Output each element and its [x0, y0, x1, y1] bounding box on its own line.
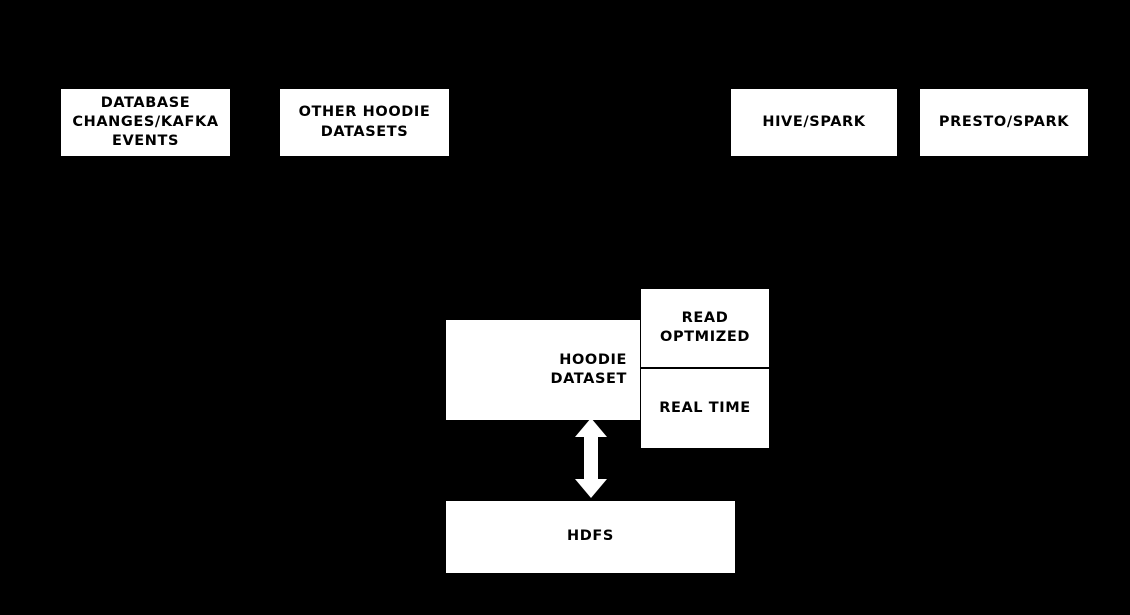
- node-label: HDFS: [567, 528, 614, 545]
- node-label: REAL TIME: [659, 399, 751, 416]
- node-hdfs[interactable]: HDFS: [446, 501, 735, 573]
- node-hive-spark[interactable]: HIVE/SPARK: [731, 89, 897, 156]
- node-label: HIVE/SPARK: [762, 113, 866, 130]
- node-presto-spark[interactable]: PRESTO/SPARK: [920, 89, 1088, 156]
- node-label: PRESTO/SPARK: [938, 113, 1070, 130]
- node-other-hoodie-datasets[interactable]: OTHER HOODIE DATASETS: [280, 89, 449, 156]
- node-read-optimized-view[interactable]: READ OPTMIZED: [641, 289, 769, 369]
- node-label: DATABASE CHANGES/KAFKA EVENTS: [72, 94, 219, 150]
- node-hoodie-dataset[interactable]: HOODIE DATASET: [446, 320, 640, 420]
- node-real-time-view[interactable]: REAL TIME: [641, 369, 769, 448]
- node-database-changes-kafka-events[interactable]: DATABASE CHANGES/KAFKA EVENTS: [61, 89, 230, 156]
- node-label: READ OPTMIZED: [660, 309, 750, 345]
- node-label: OTHER HOODIE DATASETS: [298, 104, 431, 140]
- node-label: HOODIE DATASET: [550, 351, 627, 387]
- double-headed-arrow-icon: [575, 418, 607, 498]
